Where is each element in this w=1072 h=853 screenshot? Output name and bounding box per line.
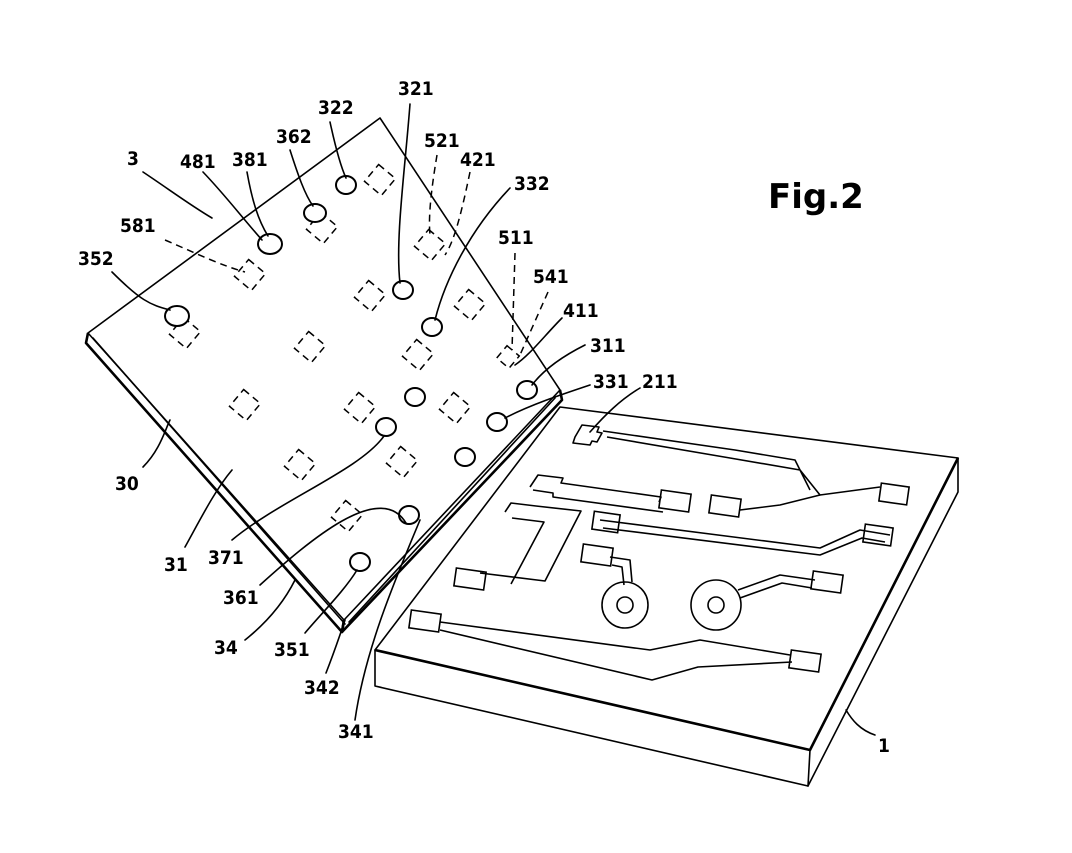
pad-322 bbox=[365, 165, 396, 196]
label-581: 581 bbox=[120, 215, 156, 237]
pad-b bbox=[295, 332, 326, 363]
ball-321 bbox=[393, 281, 413, 299]
leader-3 bbox=[143, 172, 212, 218]
ball-331 bbox=[487, 413, 507, 431]
trace-5 bbox=[480, 503, 581, 584]
pad-f bbox=[403, 340, 434, 371]
pad-e bbox=[345, 393, 376, 424]
leader-371 bbox=[232, 436, 384, 540]
ball-b bbox=[455, 448, 475, 466]
label-1: 1 bbox=[878, 735, 890, 757]
chip-plate bbox=[86, 118, 562, 632]
leader-211 bbox=[590, 388, 640, 432]
label-371: 371 bbox=[208, 547, 244, 569]
leader-352 bbox=[112, 272, 170, 310]
pad-g bbox=[455, 290, 486, 321]
pad-trace-8b bbox=[789, 650, 821, 672]
ball-381 bbox=[258, 234, 282, 254]
label-3: 3 bbox=[127, 148, 139, 170]
trace-7 bbox=[738, 575, 815, 598]
pad-d bbox=[285, 450, 316, 481]
leader-321 bbox=[399, 104, 410, 283]
substrate-traces bbox=[409, 425, 909, 680]
pad-h bbox=[440, 393, 471, 424]
label-351: 351 bbox=[274, 639, 310, 661]
label-541: 541 bbox=[533, 266, 569, 288]
label-30: 30 bbox=[115, 473, 139, 495]
label-362: 362 bbox=[276, 126, 312, 148]
label-332: 332 bbox=[514, 173, 550, 195]
leader-1 bbox=[846, 710, 875, 735]
ball-361 bbox=[399, 506, 419, 524]
pad-trace-6 bbox=[581, 544, 613, 566]
pad-i bbox=[387, 447, 418, 478]
leader-30 bbox=[143, 420, 170, 467]
label-341: 341 bbox=[338, 721, 374, 743]
label-342: 342 bbox=[304, 677, 340, 699]
trace-4 bbox=[600, 520, 890, 555]
label-321: 321 bbox=[398, 78, 434, 100]
pad-c bbox=[230, 390, 261, 421]
ball-371 bbox=[376, 418, 396, 436]
label-352: 352 bbox=[78, 248, 114, 270]
leader-311 bbox=[532, 345, 585, 385]
leader-541 bbox=[520, 292, 548, 355]
pad-trace-7 bbox=[811, 571, 843, 593]
label-481: 481 bbox=[180, 151, 216, 173]
ball-332 bbox=[422, 318, 442, 336]
substrate-front-face bbox=[375, 650, 810, 786]
chip-top-face bbox=[88, 118, 560, 620]
leader-481 bbox=[203, 172, 262, 240]
label-34: 34 bbox=[214, 637, 238, 659]
pad-trace-2 bbox=[659, 490, 691, 512]
ball-351 bbox=[350, 553, 370, 571]
label-411: 411 bbox=[563, 300, 599, 322]
chip-pads bbox=[170, 165, 520, 532]
figure-title: Fig.2 bbox=[768, 177, 864, 217]
pad-a bbox=[355, 281, 386, 312]
trace-2 bbox=[530, 475, 663, 512]
pad-j bbox=[332, 501, 363, 532]
via-ring-2 bbox=[691, 580, 741, 630]
label-331: 331 bbox=[593, 371, 629, 393]
pad-521 bbox=[415, 230, 446, 261]
label-361: 361 bbox=[223, 587, 259, 609]
label-311: 311 bbox=[590, 335, 626, 357]
label-31: 31 bbox=[164, 554, 188, 576]
leader-342 bbox=[326, 620, 345, 673]
label-511: 511 bbox=[498, 227, 534, 249]
trace-8 bbox=[440, 622, 792, 680]
pad-trace-211 bbox=[879, 483, 909, 505]
pad-trace-5 bbox=[454, 568, 486, 590]
trace-211 bbox=[573, 425, 880, 495]
label-211: 211 bbox=[642, 371, 678, 393]
via-ring-1 bbox=[602, 582, 648, 628]
via-hole-2 bbox=[708, 597, 724, 613]
leader-322 bbox=[330, 122, 346, 178]
trace-6 bbox=[610, 557, 632, 585]
leader-421 bbox=[445, 172, 470, 255]
pad-trace-3 bbox=[709, 495, 741, 517]
ball-362 bbox=[304, 204, 326, 222]
leader-361 bbox=[260, 508, 406, 585]
ball-a bbox=[405, 388, 425, 406]
reference-labels: Fig.2 3 481 381 362 322 321 521 421 332 … bbox=[78, 78, 890, 757]
pad-trace-8 bbox=[409, 610, 441, 632]
leader-362 bbox=[290, 150, 313, 206]
label-421: 421 bbox=[460, 149, 496, 171]
label-521: 521 bbox=[424, 130, 460, 152]
trace-3 bbox=[740, 495, 820, 510]
via-hole-1 bbox=[617, 597, 633, 613]
label-381: 381 bbox=[232, 149, 268, 171]
pad-581 bbox=[235, 260, 266, 291]
leader-511 bbox=[512, 253, 515, 350]
label-322: 322 bbox=[318, 97, 354, 119]
leader-521 bbox=[429, 155, 437, 235]
